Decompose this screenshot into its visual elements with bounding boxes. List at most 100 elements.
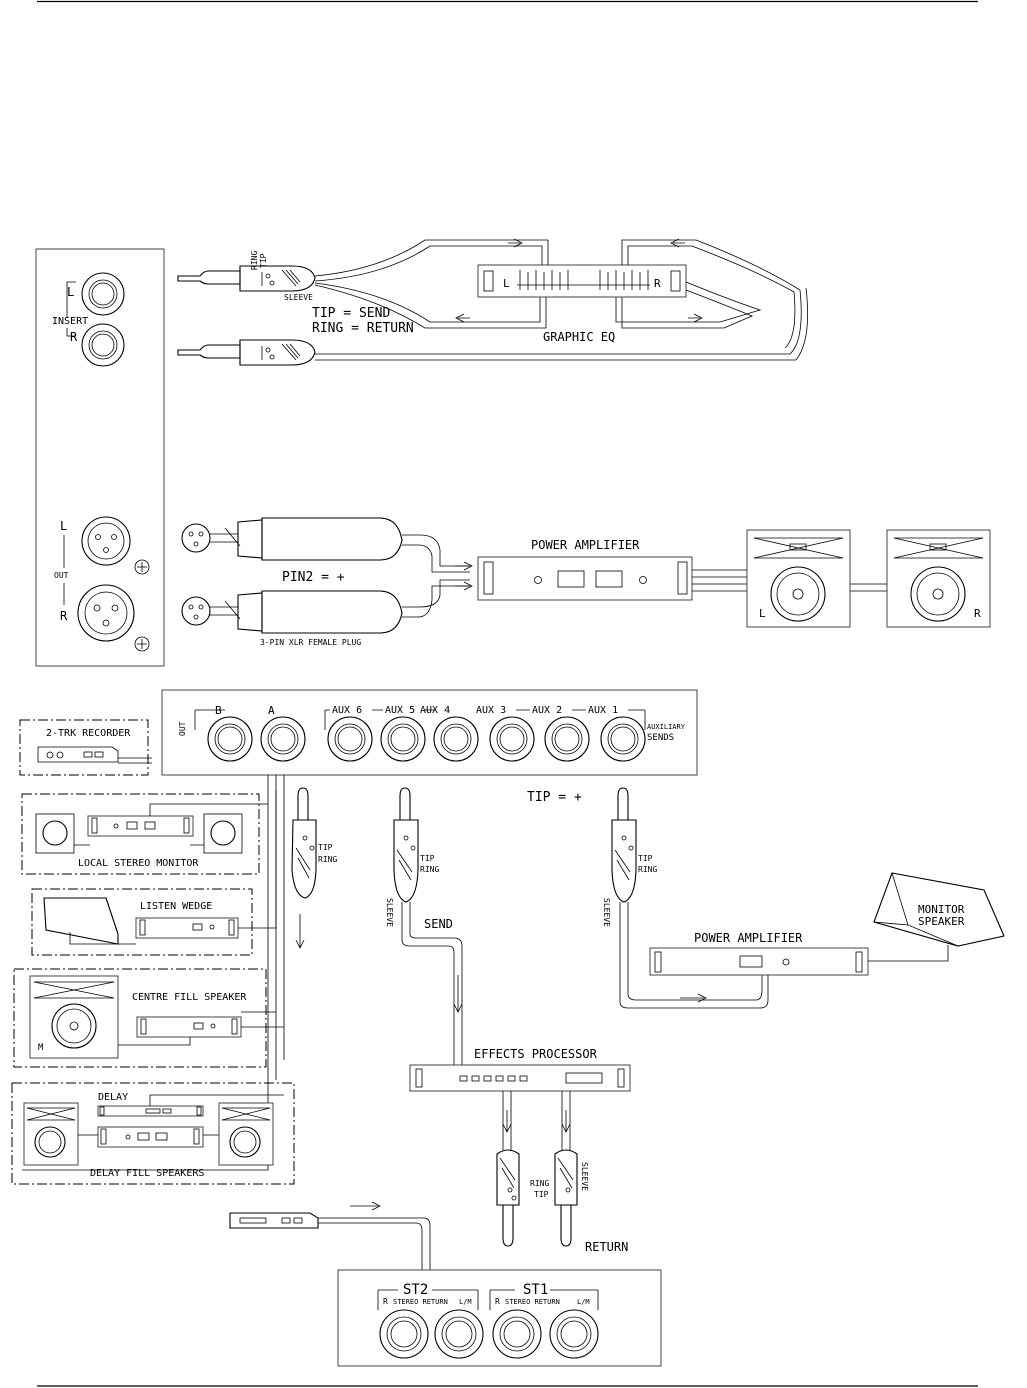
monitor-power-amplifier: POWER AMPLIFIER <box>649 931 949 976</box>
delay-fill-label: DELAY FILL SPEAKERS <box>90 1168 204 1179</box>
listen-wedge: LISTEN WEDGE <box>31 790 277 956</box>
send-label: SEND <box>424 917 453 931</box>
aux5-jack[interactable] <box>380 716 426 762</box>
plug-mon-sleeve: SLEEVE <box>602 898 611 927</box>
aux4-jack[interactable] <box>433 716 479 762</box>
insert-label-left: L <box>67 285 74 299</box>
plug-mon-ring: RING <box>638 865 657 874</box>
speaker-left: L <box>746 529 851 628</box>
sleeve-label: SLEEVE <box>284 293 313 302</box>
st1-caption: STEREO RETURN <box>505 1298 560 1306</box>
ring-label: RING <box>250 251 259 270</box>
stereo-return-panel: ST2 ST1 R STEREO RETURN L/M R STEREO RET… <box>337 1269 662 1367</box>
aux6-jack[interactable] <box>327 716 373 762</box>
aux6-label: AUX 6 <box>332 705 362 716</box>
speaker-right: R <box>886 529 991 628</box>
insert-label-right: R <box>70 330 78 344</box>
power-amplifier <box>477 556 693 601</box>
return-label: RETURN <box>585 1240 628 1254</box>
monitor-amp-title: POWER AMPLIFIER <box>694 931 803 945</box>
centre-fill-speaker: M CENTRE FILL SPEAKER <box>13 968 284 1068</box>
xlr-out-left[interactable] <box>81 516 131 566</box>
out-label-left: L <box>60 519 67 533</box>
aux5-plug: TIP RING SLEEVE SEND <box>385 787 463 1065</box>
local-stereo-monitor: LOCAL STEREO MONITOR <box>21 793 268 875</box>
delay-label: DELAY <box>98 1092 128 1103</box>
xlr-plug-top <box>181 517 470 573</box>
centre-m-label: M <box>38 1043 44 1053</box>
st2-caption: STEREO RETURN <box>393 1298 448 1306</box>
st2-label: ST2 <box>403 1282 428 1298</box>
aux3-jack[interactable] <box>489 716 535 762</box>
effects-title: EFFECTS PROCESSOR <box>474 1047 598 1061</box>
listen-wedge-label: LISTEN WEDGE <box>140 901 212 912</box>
tip-plus-note: TIP = + <box>527 790 582 805</box>
speaker-left-label: L <box>759 607 766 620</box>
channel-panel: L INSERT R L OUT R <box>35 248 165 667</box>
aux-panel: OUT B A AUX 6 AUX 5 AUX 4 AUX 3 AUX 2 AU… <box>161 689 698 776</box>
pin2-note: PIN2 = + <box>282 570 345 585</box>
eq-right-label: R <box>654 277 661 290</box>
xlr-plug-bottom <box>181 579 470 634</box>
out-a-jack[interactable] <box>260 716 306 762</box>
aux5-label: AUX 5 <box>385 705 415 716</box>
insert-jack-right[interactable] <box>81 323 125 367</box>
speaker-right-label: R <box>974 607 981 620</box>
insert-plug-bottom <box>177 339 316 366</box>
recorder-label: 2-TRK RECORDER <box>46 728 131 739</box>
plug-send-tip: TIP <box>420 854 435 863</box>
insert-jack-left[interactable] <box>81 272 125 316</box>
delay-fill-speakers: DELAY DELAY FILL SPEAKERS <box>11 1082 295 1185</box>
graphic-eq: L R <box>477 264 687 298</box>
sends-caption: SENDS <box>647 733 674 743</box>
ring-return-note: RING = RETURN <box>312 321 414 336</box>
out-b-jack[interactable] <box>207 716 253 762</box>
st1-r-jack[interactable] <box>492 1309 542 1359</box>
insert-cable-top: RING TIP SLEEVE <box>177 239 549 329</box>
st1-r: R <box>495 1297 500 1306</box>
out-label: OUT <box>54 571 69 580</box>
return-sleeve: SLEEVE <box>580 1162 589 1191</box>
st1-lm: L/M <box>577 1298 590 1306</box>
plug-mon-tip: TIP <box>638 854 653 863</box>
st2-l-jack[interactable] <box>434 1309 484 1359</box>
st2-lm: L/M <box>459 1298 472 1306</box>
st1-l-jack[interactable] <box>549 1309 599 1359</box>
local-monitor-label: LOCAL STEREO MONITOR <box>78 858 199 869</box>
return-tip: TIP <box>534 1190 549 1199</box>
centre-fill-label: CENTRE FILL SPEAKER <box>132 992 247 1003</box>
auxiliary-caption: AUXILIARY <box>647 723 686 731</box>
tip-send-note: TIP = SEND <box>312 306 390 321</box>
st2-r-jack[interactable] <box>379 1309 429 1359</box>
eq-title: GRAPHIC EQ <box>543 330 615 344</box>
aux2-jack[interactable] <box>544 716 590 762</box>
out-b-label: B <box>215 704 222 717</box>
monitor-speaker: MONITOR SPEAKER <box>873 872 1005 947</box>
aux-out-label: OUT <box>178 721 187 736</box>
st1-label: ST1 <box>523 1282 548 1298</box>
effects-processor: EFFECTS PROCESSOR <box>409 1047 631 1092</box>
tip-label: TIP <box>259 253 268 268</box>
return-source-device <box>229 1201 431 1270</box>
aux2-label: AUX 2 <box>532 705 562 716</box>
power-amp-title: POWER AMPLIFIER <box>531 538 640 552</box>
aux1-jack[interactable] <box>600 716 646 762</box>
plug-send-ring: RING <box>420 865 439 874</box>
monitor-speaker-line1: MONITOR <box>918 903 965 916</box>
xlr-plug-caption: 3-PIN XLR FEMALE PLUG <box>260 638 361 647</box>
insert-label: INSERT <box>52 316 88 327</box>
eq-left-label: L <box>503 277 510 290</box>
aux3-label: AUX 3 <box>476 705 506 716</box>
out-a-label: A <box>268 704 275 717</box>
monitor-speaker-line2: SPEAKER <box>918 915 965 928</box>
two-track-recorder: 2-TRK RECORDER <box>19 719 152 776</box>
aux1-plug: TIP RING SLEEVE <box>602 787 769 1009</box>
plug-send-sleeve: SLEEVE <box>385 898 394 927</box>
plug-a-tip: TIP <box>318 843 333 852</box>
xlr-out-right[interactable] <box>77 584 135 642</box>
plug-a-ring: RING <box>318 855 337 864</box>
return-plugs: RING TIP SLEEVE RETURN <box>496 1091 628 1254</box>
aux1-label: AUX 1 <box>588 705 618 716</box>
st2-r: R <box>383 1297 388 1306</box>
